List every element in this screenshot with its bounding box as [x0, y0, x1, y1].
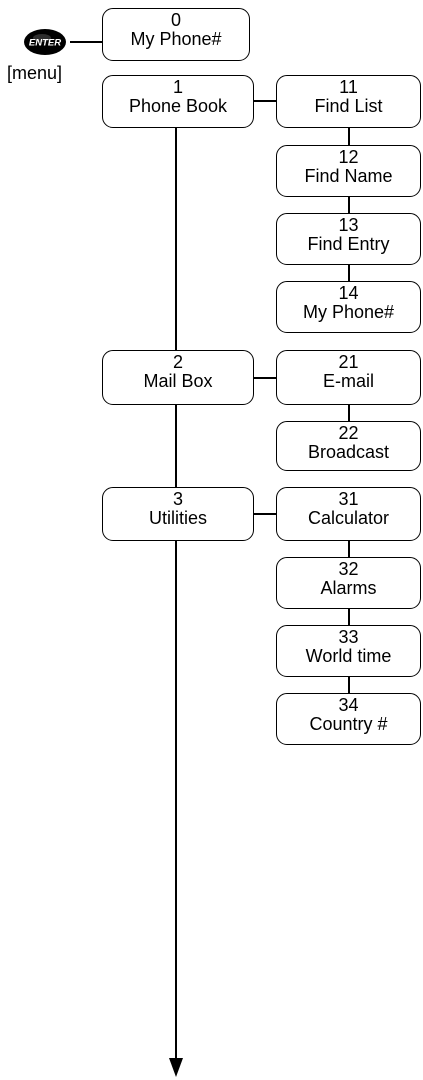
menu-item-label: Broadcast — [307, 442, 390, 462]
down-arrow-head — [169, 1058, 183, 1077]
menu-item-14[interactable]: 14 My Phone# — [276, 281, 421, 333]
menu-item-number: 2 — [172, 352, 183, 372]
menu-item-number: 34 — [338, 695, 359, 715]
menu-item-32[interactable]: 32 Alarms — [276, 557, 421, 609]
menu-item-label: My Phone# — [302, 302, 395, 322]
menu-item-label: Country # — [309, 714, 388, 734]
menu-item-label: Phone Book — [128, 96, 228, 116]
menu-item-number: 21 — [338, 352, 359, 372]
menu-item-label: Alarms — [320, 578, 377, 598]
menu-item-label: E-mail — [322, 371, 374, 391]
menu-item-0[interactable]: 0 My Phone# — [102, 8, 250, 61]
menu-item-22[interactable]: 22 Broadcast — [276, 421, 421, 471]
menu-item-number: 13 — [338, 215, 359, 235]
menu-item-31[interactable]: 31 Calculator — [276, 487, 421, 541]
enter-key-text: ENTER — [29, 38, 61, 49]
enter-key-icon: ENTER — [22, 27, 68, 57]
menu-item-number: 31 — [338, 489, 359, 509]
menu-item-number: 12 — [338, 147, 359, 167]
menu-item-number: 14 — [338, 283, 359, 303]
menu-item-21[interactable]: 21 E-mail — [276, 350, 421, 405]
menu-item-3[interactable]: 3 Utilities — [102, 487, 254, 541]
menu-item-label: Utilities — [148, 508, 207, 528]
menu-item-number: 11 — [339, 77, 358, 97]
menu-item-number: 1 — [172, 77, 183, 97]
menu-item-label: Find Entry — [307, 234, 390, 254]
menu-item-label: World time — [305, 646, 392, 666]
menu-item-label: Mail Box — [143, 371, 213, 391]
menu-item-12[interactable]: 12 Find Name — [276, 145, 421, 197]
menu-label: [menu] — [7, 63, 63, 83]
menu-item-label: My Phone# — [130, 29, 222, 49]
menu-item-number: 32 — [338, 559, 359, 579]
menu-item-34[interactable]: 34 Country # — [276, 693, 421, 745]
menu-item-label: Calculator — [307, 508, 390, 528]
menu-item-number: 33 — [338, 627, 359, 647]
menu-item-number: 22 — [338, 423, 359, 443]
menu-item-2[interactable]: 2 Mail Box — [102, 350, 254, 405]
menu-item-number: 3 — [172, 489, 183, 509]
menu-item-label: Find List — [314, 96, 383, 116]
menu-item-13[interactable]: 13 Find Entry — [276, 213, 421, 265]
menu-item-33[interactable]: 33 World time — [276, 625, 421, 677]
menu-item-11[interactable]: 11 Find List — [276, 75, 421, 128]
menu-item-label: Find Name — [304, 166, 393, 186]
menu-item-number: 0 — [170, 10, 181, 30]
menu-item-1[interactable]: 1 Phone Book — [102, 75, 254, 128]
